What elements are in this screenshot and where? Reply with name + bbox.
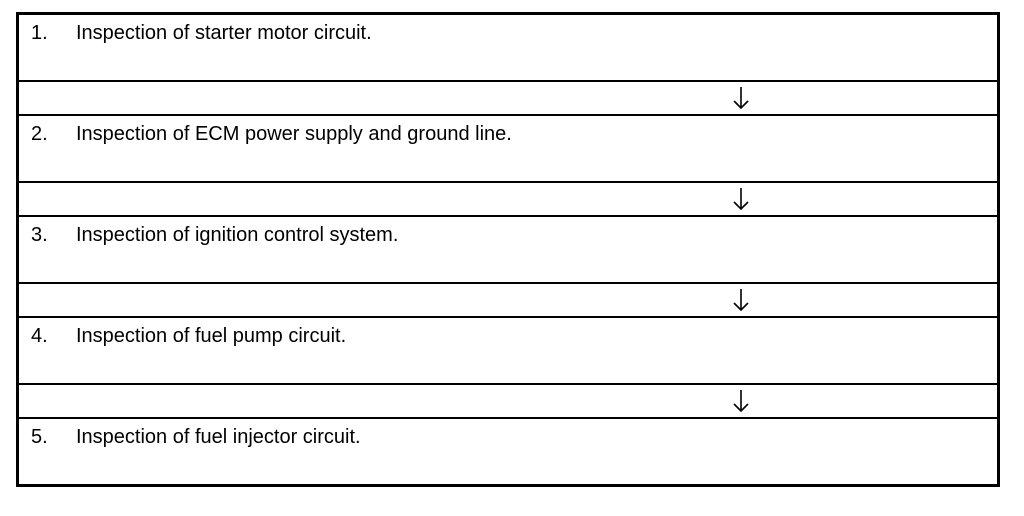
step-row-3: 3. Inspection of ignition control system… xyxy=(19,217,997,282)
step-text: Inspection of ECM power supply and groun… xyxy=(76,123,512,145)
step-number: 3. xyxy=(31,224,48,246)
down-arrow-icon xyxy=(733,390,749,413)
step-row-5: 5. Inspection of fuel injector circuit. xyxy=(19,419,997,484)
arrow-row xyxy=(19,80,997,116)
down-arrow-icon xyxy=(733,188,749,211)
step-text: Inspection of fuel injector circuit. xyxy=(76,426,361,448)
inspection-flow-table: 1. Inspection of starter motor circuit. … xyxy=(16,12,1000,487)
step-text: Inspection of ignition control system. xyxy=(76,224,399,246)
step-number: 5. xyxy=(31,426,48,448)
arrow-row xyxy=(19,383,997,419)
step-row-2: 2. Inspection of ECM power supply and gr… xyxy=(19,116,997,181)
step-number: 4. xyxy=(31,325,48,347)
step-number: 2. xyxy=(31,123,48,145)
step-text: Inspection of starter motor circuit. xyxy=(76,22,372,44)
step-text: Inspection of fuel pump circuit. xyxy=(76,325,347,347)
step-row-4: 4. Inspection of fuel pump circuit. xyxy=(19,318,997,383)
down-arrow-icon xyxy=(733,289,749,312)
arrow-row xyxy=(19,282,997,318)
down-arrow-icon xyxy=(733,87,749,110)
step-number: 1. xyxy=(31,22,48,44)
step-row-1: 1. Inspection of starter motor circuit. xyxy=(19,15,997,80)
arrow-row xyxy=(19,181,997,217)
